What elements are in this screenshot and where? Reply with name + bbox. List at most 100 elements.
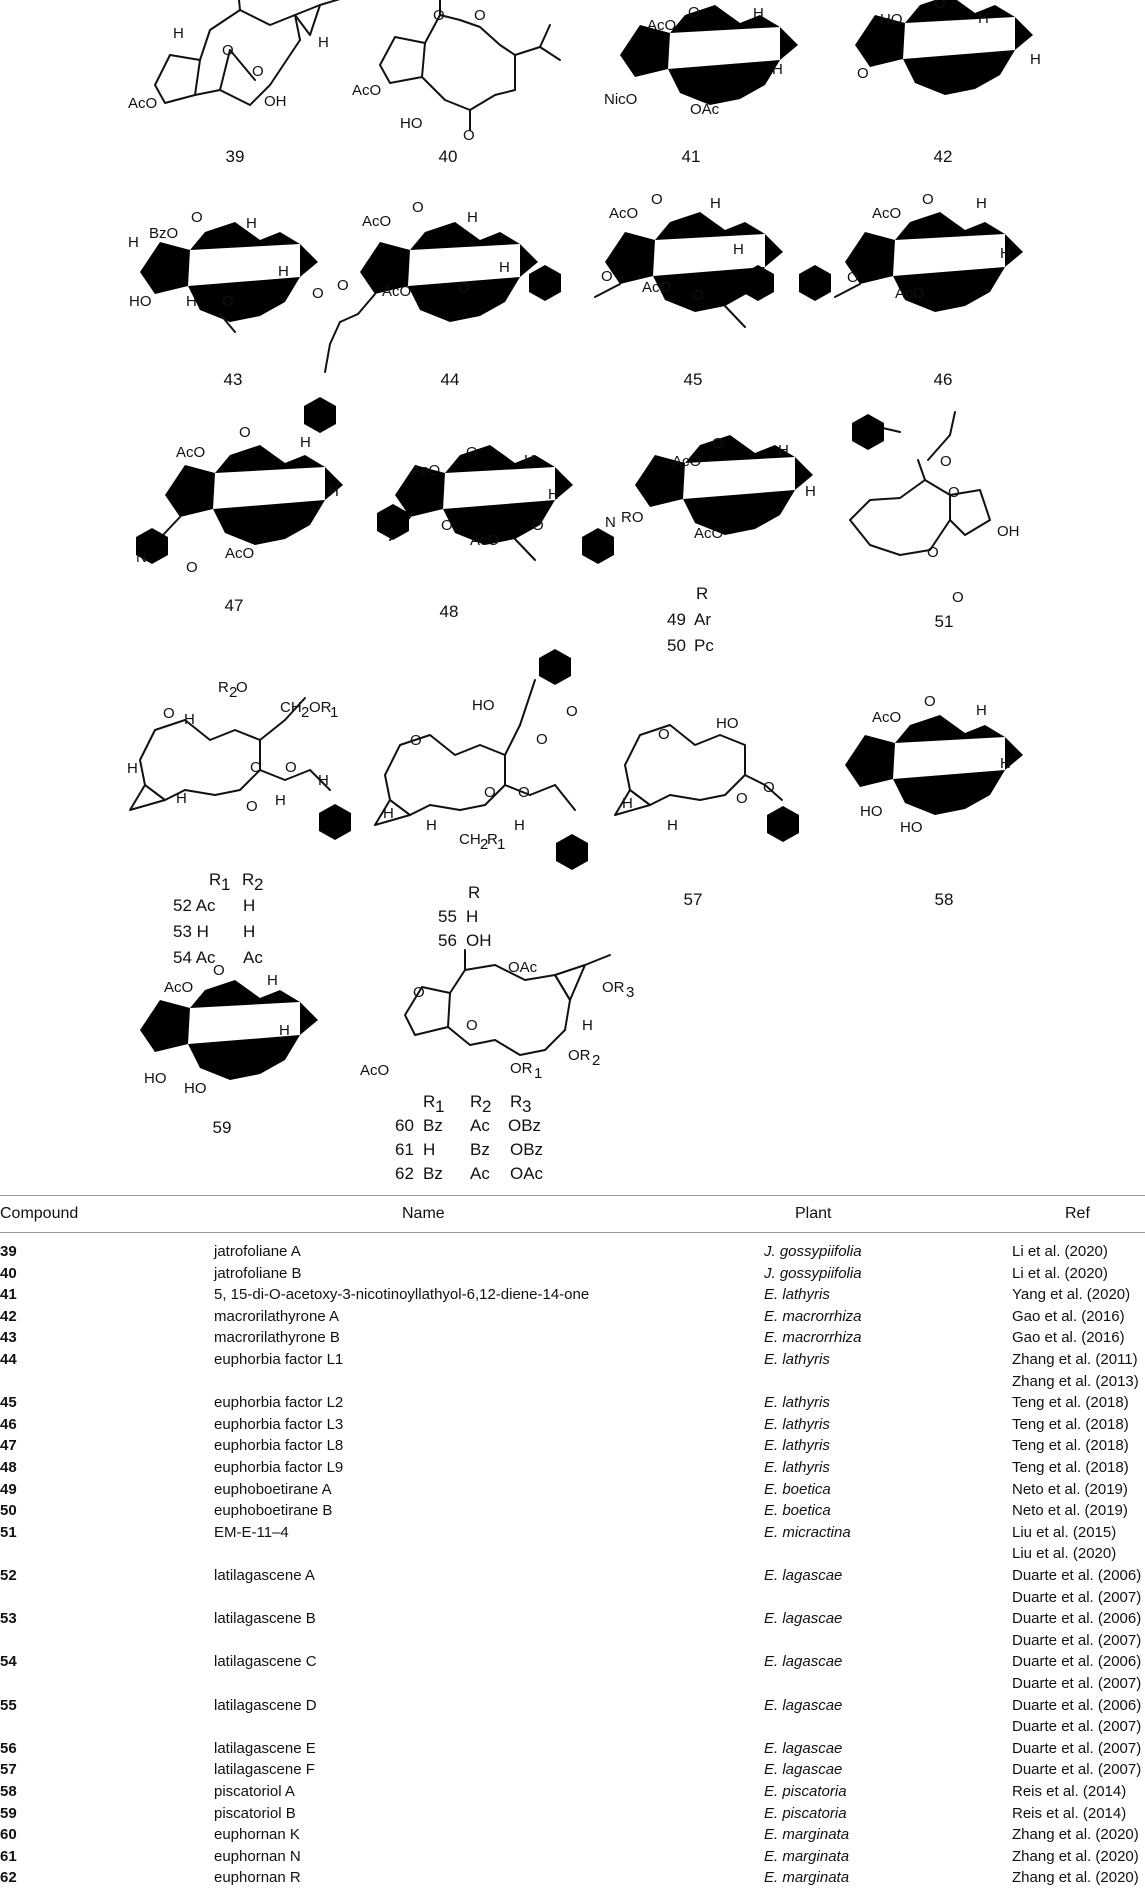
reference: Duarte et al. (2006) <box>1012 1567 1142 1584</box>
compound-id: 58 <box>0 1783 17 1800</box>
atom-label: HO <box>400 115 423 132</box>
table-header-ref: Ref <box>1065 1205 1090 1222</box>
atom-label: O <box>163 705 175 722</box>
atom-label: O <box>413 984 425 1001</box>
compound-id: 55 <box>0 1696 17 1714</box>
atom-label: AcO <box>647 17 676 34</box>
atom-label: H <box>184 711 195 728</box>
atom-label: O <box>924 693 936 710</box>
atom-label: AcO <box>352 82 381 99</box>
atom-label: O <box>250 759 262 776</box>
atom-label: N <box>605 514 616 531</box>
compound-name: euphoboetirane A <box>214 1480 332 1498</box>
r-row-value: H <box>423 1140 435 1159</box>
atom-label: AcO <box>382 283 411 300</box>
r-header: R <box>468 883 480 902</box>
compound-label: 48 <box>440 602 459 621</box>
plant-name: E. marginata <box>764 1826 850 1844</box>
reference: Li et al. (2020) <box>1012 1243 1108 1260</box>
r-header: R <box>242 870 254 889</box>
compound-name: latilagascene E <box>214 1739 316 1757</box>
atom-label: O <box>239 424 251 441</box>
reference: Gao et al. (2016) <box>1012 1307 1125 1325</box>
r-row-id: 61 <box>395 1140 414 1159</box>
atom-label: O <box>658 726 670 743</box>
atom-label: O <box>236 679 248 696</box>
reference: Duarte et al. (2007) <box>1012 1761 1142 1779</box>
atom-label: AcO <box>164 979 193 996</box>
reference: Liu et al. (2015) <box>1012 1523 1117 1541</box>
atom-label: O <box>186 559 198 576</box>
r-row-id: 54 Ac <box>173 948 216 967</box>
r-header: R <box>470 1092 482 1111</box>
compound-id: 42 <box>0 1307 17 1325</box>
plant-name: E. lagascae <box>764 1739 843 1757</box>
plant-name: E. lagascae <box>764 1610 843 1628</box>
atom-label: H <box>173 25 184 42</box>
plant-name: E. macrorrhiza <box>764 1307 862 1325</box>
r-row-id: 55 <box>438 907 457 926</box>
atom-label: NicO <box>604 91 637 108</box>
plant-name: E. lathyris <box>764 1415 830 1433</box>
r-row-value: OH <box>466 931 492 950</box>
atom-label: O <box>222 42 234 59</box>
atom-label: HO <box>144 1070 167 1087</box>
plant-name: E. lagascae <box>764 1761 843 1779</box>
plant-name: E. lathyris <box>764 1437 830 1455</box>
atom-label: H <box>524 452 535 469</box>
reference: Teng et al. (2018) <box>1012 1415 1129 1433</box>
atom-label: H <box>805 483 816 500</box>
compound-name: piscatoriol B <box>214 1804 296 1822</box>
atom-label: H <box>128 234 139 251</box>
r-header-sub: 2 <box>254 875 263 894</box>
structure-60-62 <box>404 949 611 1056</box>
atom-label: O <box>466 444 478 461</box>
atom-label: O <box>412 199 424 216</box>
compound-name: euphorbia factor L3 <box>214 1415 344 1433</box>
plant-name: J. gossypiifolia <box>764 1243 862 1260</box>
plant-name: E. lathyris <box>764 1394 830 1412</box>
compound-id: 52 <box>0 1567 17 1584</box>
compound-label: 47 <box>225 596 244 615</box>
reference: Duarte et al. (2007) <box>1012 1739 1142 1757</box>
plant-name: E. lathyris <box>764 1286 830 1304</box>
atom-label: O <box>484 784 496 801</box>
atom-label: O <box>441 517 453 534</box>
atom-label: H <box>667 817 678 834</box>
atom-label: H <box>772 61 783 78</box>
plant-name: E. piscatoria <box>764 1804 847 1822</box>
r-row-value: Pc <box>694 636 714 655</box>
structure-57 <box>614 724 783 816</box>
r-row-id: 60 <box>395 1116 414 1135</box>
reference: Neto et al. (2019) <box>1012 1502 1128 1520</box>
r-row-id: 49 <box>667 610 686 629</box>
atom-label: H <box>318 34 329 51</box>
compound-name: jatrofoliane B <box>214 1264 302 1282</box>
atom-label: R <box>487 831 498 848</box>
structure-59 <box>140 960 342 1080</box>
atom-label: RO <box>621 509 644 526</box>
reference: Reis et al. (2014) <box>1012 1804 1127 1822</box>
atom-label: AcO <box>128 95 157 112</box>
compound-id: 41 <box>0 1286 17 1304</box>
compound-name: euphornan N <box>214 1847 301 1865</box>
atom-label: H <box>733 241 744 258</box>
table-header-plant: Plant <box>795 1205 832 1222</box>
atom-label: OR <box>602 979 625 996</box>
atom-label: H <box>186 293 197 310</box>
structure-49-50 <box>635 415 837 535</box>
compound-id: 45 <box>0 1394 17 1412</box>
atom-label: HO <box>860 803 883 820</box>
atom-label: AcO <box>672 453 701 470</box>
table-header-compound: Compound <box>0 1205 79 1222</box>
atom-label: HO <box>184 1080 207 1097</box>
atom-label: 1 <box>497 836 505 853</box>
plant-name: E. piscatoria <box>764 1783 847 1800</box>
r-header-sub: 1 <box>221 875 230 894</box>
atom-label: H <box>499 259 510 276</box>
